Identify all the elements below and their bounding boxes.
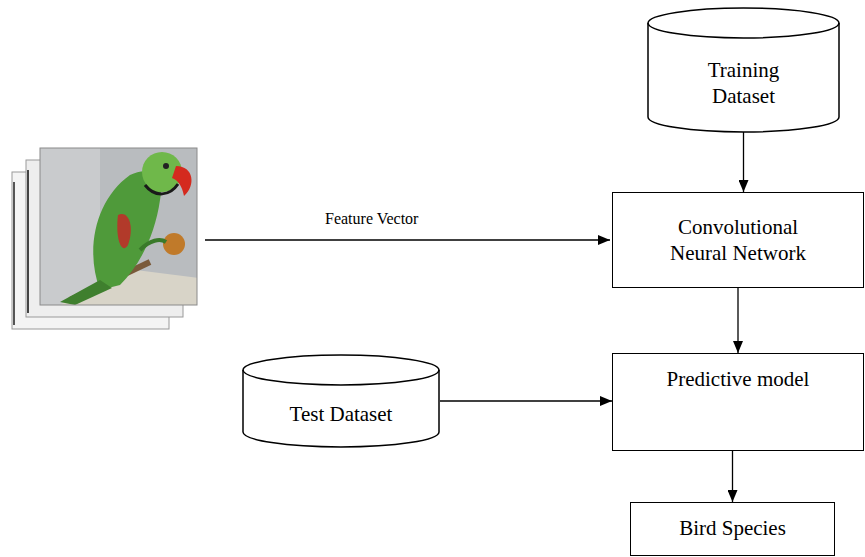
frame-edge (27, 170, 29, 313)
node-label: Test Dataset (290, 401, 393, 427)
flow-arrow (743, 132, 744, 192)
image-frame (40, 148, 197, 305)
node-label: Bird Species (679, 515, 786, 541)
node-label: Predictive model (667, 366, 810, 392)
process-box: Predictive model (612, 353, 864, 451)
flow-arrow (732, 451, 733, 502)
flow-arrow (737, 288, 738, 353)
feature-arrow (205, 239, 610, 240)
cylinder-outline (242, 355, 440, 447)
parrot-photo (40, 148, 197, 305)
process-box: Convolutional Neural Network (612, 192, 864, 288)
output-box: Bird Species (630, 502, 835, 556)
image-stack (12, 148, 200, 329)
dataset-cylinder: Training Dataset (647, 8, 840, 132)
dataset-cylinder: Test Dataset (242, 355, 440, 447)
frame-edge (13, 182, 15, 325)
node-label: Convolutional Neural Network (648, 214, 828, 267)
arrow-label: Feature Vector (323, 210, 420, 228)
node-label: Training Dataset (679, 57, 809, 110)
flow-arrow (440, 400, 612, 401)
